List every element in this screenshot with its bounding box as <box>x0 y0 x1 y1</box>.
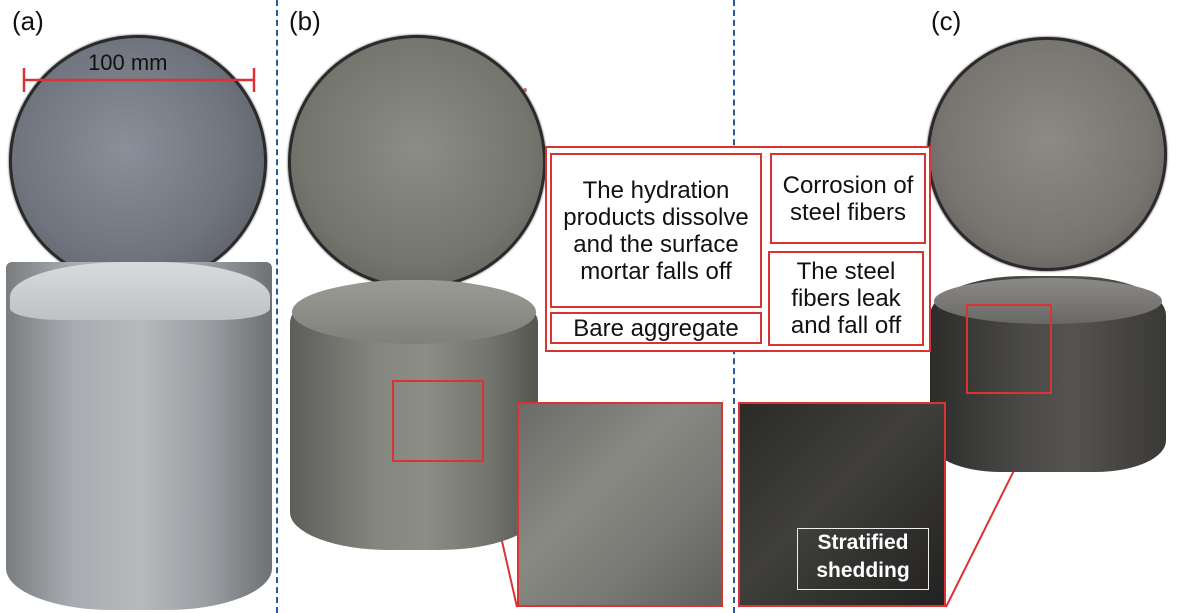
separator-left <box>276 0 278 613</box>
annotation-corrosion: Corrosion of steel fibers <box>770 153 926 244</box>
specimen-top-a <box>9 35 267 287</box>
stratified-shedding-label: Stratified shedding <box>797 528 929 590</box>
specimen-side-a <box>6 262 272 610</box>
specimen-cap-b <box>292 280 536 344</box>
specimen-cap-a <box>10 262 270 320</box>
panel-label-c: (c) <box>931 6 962 36</box>
annotation-fiber-leak: The steel fibers leak and fall off <box>768 251 924 346</box>
panel-label-b: (b) <box>289 6 321 36</box>
annotation-hydration: The hydration products dissolve and the … <box>550 153 762 308</box>
panel-label-a: (a) <box>12 6 44 36</box>
annotation-bare-aggregate: Bare aggregate <box>550 312 762 344</box>
measurement-bar-icon <box>22 68 256 92</box>
zoom-region-b <box>392 380 484 462</box>
zoom-region-c <box>966 304 1052 394</box>
specimen-cap-c <box>934 278 1162 324</box>
specimen-top-b <box>288 35 546 289</box>
scale-bar-label: 100 mm <box>88 50 168 75</box>
specimen-top-c <box>927 37 1167 271</box>
zoom-inset-b <box>517 402 723 607</box>
zoom-inset-c <box>738 402 946 607</box>
